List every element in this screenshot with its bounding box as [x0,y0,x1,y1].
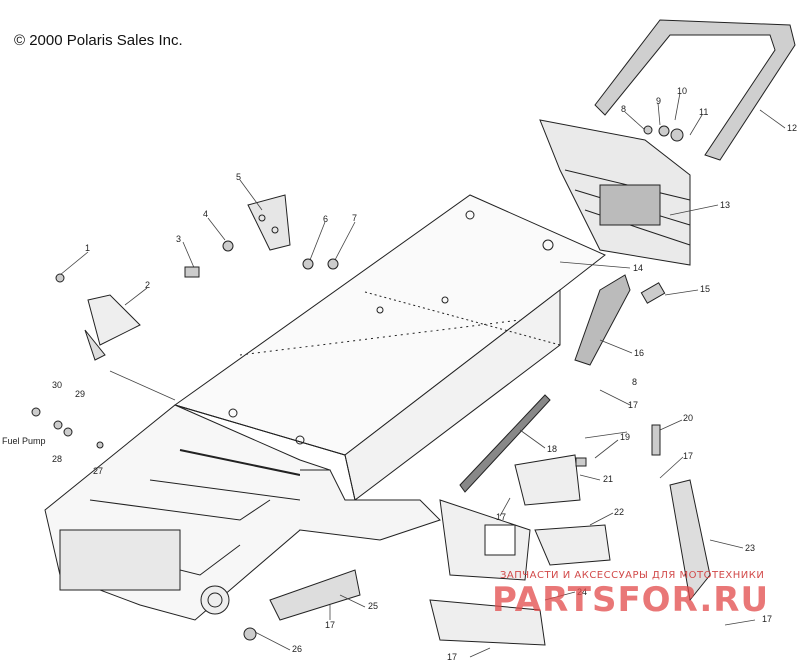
callout-19: 19 [620,432,631,442]
callout-17-e: 17 [447,652,458,662]
callout-12: 12 [787,123,798,133]
front-bulkhead [44,404,441,621]
callout-21: 21 [603,474,614,484]
callout-7: 7 [352,213,358,223]
callout-27: 27 [93,466,104,476]
mount-bracket [84,194,291,361]
callout-17-c: 17 [496,512,507,522]
callout-26: 26 [292,644,303,654]
callout-17-b: 17 [683,451,694,461]
callout-17-a: 17 [628,400,639,410]
chassis-tunnel [173,194,606,561]
callout-10: 10 [677,86,688,96]
callout-20: 20 [683,413,694,423]
callout-24: 24 [577,587,588,597]
fasteners [31,125,684,641]
callout-3: 3 [176,234,182,244]
callout-8-mid: 8 [632,377,638,387]
callout-16: 16 [634,348,645,358]
rear-bumper-grill [539,119,691,266]
leader-lines [59,92,786,658]
rear-grab-handle [594,19,796,161]
callout-25: 25 [368,601,379,611]
callout-14: 14 [633,263,644,273]
callout-5: 5 [236,172,242,182]
watermark-tagline: ЗАПЧАСТИ И АКСЕССУАРЫ ДЛЯ МОТОТЕХНИКИ [500,570,765,581]
callout-22: 22 [614,507,625,517]
fuel-pump-label: Fuel Pump [2,436,46,446]
callout-29: 29 [75,389,86,399]
callout-2: 2 [145,280,151,290]
callout-8-top: 8 [621,104,627,114]
callout-17-f: 17 [762,614,773,624]
callout-4: 4 [203,209,209,219]
callout-1: 1 [85,243,91,253]
copyright-notice: © 2000 Polaris Sales Inc. [14,32,183,49]
callout-17-d: 17 [325,620,336,630]
callout-23: 23 [745,543,756,553]
side-rails [269,274,711,646]
callout-13: 13 [720,200,731,210]
callout-28: 28 [52,454,63,464]
callout-30: 30 [52,380,63,390]
callout-6: 6 [323,214,329,224]
callout-11: 11 [699,107,709,117]
callout-18: 18 [547,444,558,454]
callout-9: 9 [656,96,662,106]
watermark-logo: PARTSFOR.RU [492,580,770,620]
callout-15: 15 [700,284,711,294]
